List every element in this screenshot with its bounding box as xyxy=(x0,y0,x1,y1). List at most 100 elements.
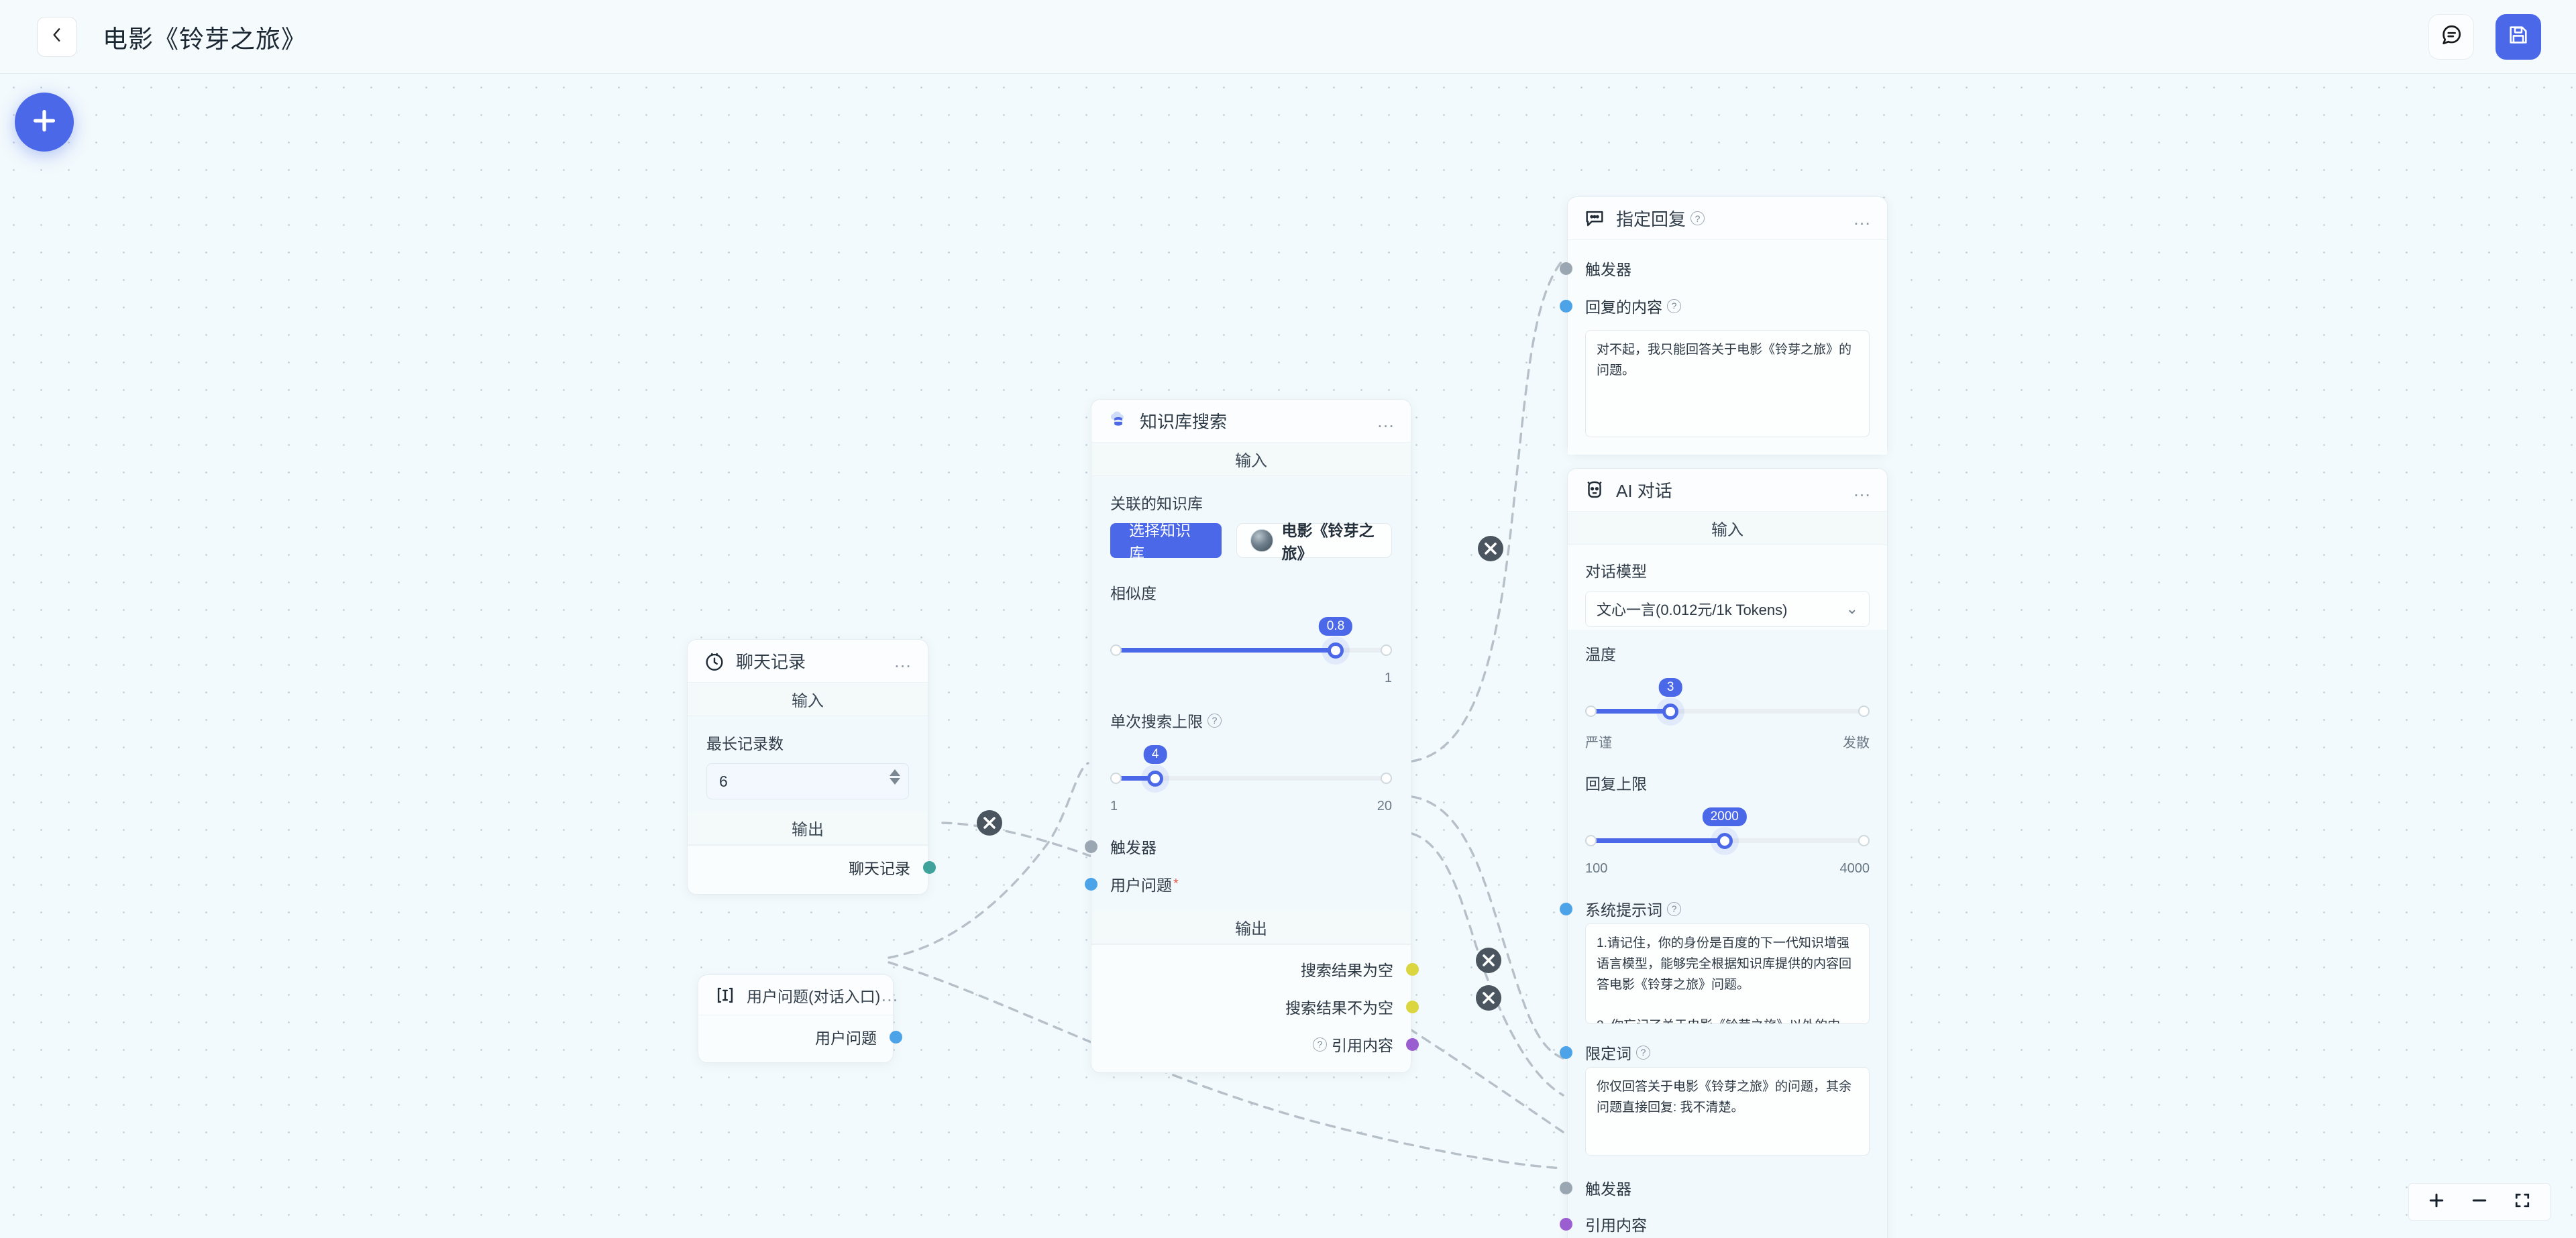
system-prompt-label-row[interactable]: 系统提示词 ? xyxy=(1560,894,1870,923)
reply-content-label-row[interactable]: 回复的内容 ? xyxy=(1560,291,1870,321)
system-prompt-textarea[interactable]: 1.请记住，你的身份是百度的下一代知识增强语言模型，能够完全根据知识库提供的内容… xyxy=(1585,923,1870,1024)
zoom-toolbar[interactable] xyxy=(2408,1183,2551,1221)
edge-delete-kb-quote[interactable] xyxy=(1476,985,1501,1011)
max-records-label: 最长记录数 xyxy=(706,735,784,752)
node-title: 指定回复 xyxy=(1616,209,1686,229)
add-node-button[interactable] xyxy=(15,93,74,152)
port-out-chat-history[interactable]: 聊天记录 xyxy=(705,852,936,882)
port-dot-chat-history[interactable] xyxy=(923,860,936,874)
node-fixed-reply[interactable]: 指定回复 ? … 触发器 回复的内容 ? 对不起，我只能回答关于电影《铃芽之旅》… xyxy=(1560,196,1888,455)
stepper-up-icon[interactable] xyxy=(890,769,900,776)
slider-knob[interactable] xyxy=(1147,771,1164,787)
slider-fill xyxy=(1585,838,1725,843)
workflow-canvas[interactable]: 聊天记录 … 输入 最长记录数 6 输出 聊天记录 xyxy=(0,74,2576,1238)
slider-track xyxy=(1585,709,1870,714)
port-out-result-not-empty[interactable]: 搜索结果不为空 xyxy=(1109,992,1419,1021)
model-select[interactable]: 文心一言(0.012元/1k Tokens) ⌄ xyxy=(1585,591,1870,627)
node-menu-button[interactable]: … xyxy=(1853,208,1872,229)
node-menu-button[interactable]: … xyxy=(1853,480,1872,500)
port-dot-trigger[interactable] xyxy=(1560,1181,1572,1194)
node-kb-search[interactable]: 知识库搜索 … 输入 关联的知识库 选择知识库 电影《铃芽之旅》 相似度 0.8 xyxy=(1085,399,1419,1073)
restrict-textarea[interactable]: 你仅回答关于电影《铃芽之旅》的问题，其余问题直接回复: 我不清楚。 xyxy=(1585,1067,1870,1156)
input-section-label: 输入 xyxy=(1091,443,1411,476)
slider-start-cap xyxy=(1110,773,1122,784)
search-limit-text: 单次搜索上限 xyxy=(1110,713,1203,730)
similarity-max: 1 xyxy=(1384,671,1392,685)
kb-chip[interactable]: 电影《铃芽之旅》 xyxy=(1236,522,1392,562)
port-in-trigger[interactable]: 触发器 xyxy=(1560,254,1870,283)
slider-knob[interactable] xyxy=(1662,704,1679,720)
node-header[interactable]: 知识库搜索 … xyxy=(1091,400,1411,443)
port-dot-trigger[interactable] xyxy=(1085,840,1097,853)
header-actions xyxy=(2428,13,2541,60)
search-limit-label: 单次搜索上限 ? xyxy=(1110,709,1392,732)
node-menu-button[interactable]: … xyxy=(894,651,913,671)
page-title: 电影《铃芽之旅》 xyxy=(103,25,307,53)
port-out-quote[interactable]: ? 引用内容 xyxy=(1109,1029,1419,1059)
port-in-user-question[interactable]: 用户问题* xyxy=(1085,869,1392,899)
node-user-question[interactable]: 用户问题(对话入口) … 用户问题 xyxy=(698,974,902,1063)
save-button[interactable] xyxy=(2496,13,2541,60)
edge-delete-kb-notempty[interactable] xyxy=(1476,948,1501,973)
reply-content-textarea[interactable]: 对不起，我只能回答关于电影《铃芽之旅》的问题。 xyxy=(1585,330,1870,437)
restrict-label-row[interactable]: 限定词 ? xyxy=(1560,1037,1870,1067)
port-dot-restrict[interactable] xyxy=(1560,1046,1572,1059)
port-dot-user-question[interactable] xyxy=(890,1030,902,1044)
node-header[interactable]: 指定回复 ? … xyxy=(1568,197,1887,240)
back-button[interactable] xyxy=(37,16,77,57)
temperature-slider[interactable]: 3 xyxy=(1585,678,1870,730)
port-dot-result-not-empty[interactable] xyxy=(1406,1000,1419,1013)
zoom-out-button[interactable] xyxy=(2469,1190,2489,1214)
port-out-user-question[interactable]: 用户问题 xyxy=(714,1022,902,1052)
max-records-stepper[interactable] xyxy=(890,769,900,785)
port-in-quote[interactable]: 引用内容 xyxy=(1560,1209,1870,1238)
zoom-in-button[interactable] xyxy=(2426,1190,2447,1214)
edge-delete-chat-history[interactable] xyxy=(977,810,1002,836)
node-header[interactable]: 用户问题(对话入口) … xyxy=(698,975,898,1015)
port-in-trigger[interactable]: 触发器 xyxy=(1560,1173,1870,1202)
slider-fill xyxy=(1110,776,1156,781)
chat-button[interactable] xyxy=(2428,13,2474,60)
slider-track xyxy=(1110,776,1392,781)
slider-knob[interactable] xyxy=(1716,833,1733,849)
help-icon[interactable]: ? xyxy=(1690,211,1705,225)
help-icon[interactable]: ? xyxy=(1667,298,1681,313)
node-header[interactable]: 聊天记录 … xyxy=(688,640,928,683)
port-in-trigger[interactable]: 触发器 xyxy=(1085,832,1392,861)
similarity-slider[interactable]: 0.8 xyxy=(1110,617,1392,669)
reply-limit-slider[interactable]: 2000 xyxy=(1585,807,1870,860)
port-dot-reply-content[interactable] xyxy=(1560,299,1572,313)
port-dot-quote[interactable] xyxy=(1560,1217,1572,1231)
max-records-input[interactable]: 6 xyxy=(706,763,909,799)
slider-knob[interactable] xyxy=(1328,642,1344,659)
node-title: 聊天记录 xyxy=(736,652,806,672)
search-limit-slider[interactable]: 4 xyxy=(1110,745,1392,797)
plus-icon xyxy=(2426,1190,2447,1214)
help-icon[interactable]: ? xyxy=(1667,901,1681,916)
node-menu-button[interactable]: … xyxy=(880,984,900,1005)
select-kb-button[interactable]: 选择知识库 xyxy=(1110,522,1222,562)
help-icon[interactable]: ? xyxy=(1636,1045,1650,1060)
port-dot-result-empty[interactable] xyxy=(1406,962,1419,976)
node-chat-history[interactable]: 聊天记录 … 输入 最长记录数 6 输出 聊天记录 xyxy=(687,639,936,895)
port-dot-user-question[interactable] xyxy=(1085,877,1097,891)
fit-screen-icon xyxy=(2512,1190,2532,1214)
port-dot-trigger[interactable] xyxy=(1560,262,1572,275)
node-header[interactable]: AI 对话 … xyxy=(1568,469,1887,512)
user-question-outputs: 用户问题 xyxy=(698,1015,902,1062)
stepper-down-icon[interactable] xyxy=(890,778,900,785)
node-menu-button[interactable]: … xyxy=(1377,410,1396,431)
port-dot-system-prompt[interactable] xyxy=(1560,902,1572,915)
port-label: 引用内容 xyxy=(1585,1217,1647,1234)
help-icon[interactable]: ? xyxy=(1313,1037,1327,1052)
help-icon[interactable]: ? xyxy=(1208,713,1222,728)
similarity-label: 相似度 xyxy=(1110,585,1157,602)
port-out-result-empty[interactable]: 搜索结果为空 xyxy=(1109,954,1419,984)
edge-delete-kb-empty[interactable] xyxy=(1478,536,1503,561)
node-ai-chat[interactable]: AI 对话 … 输入 对话模型 文心一言(0.012元/1k Tokens) ⌄… xyxy=(1560,468,1888,1238)
port-label: 搜索结果不为空 xyxy=(1285,999,1393,1017)
port-dot-quote[interactable] xyxy=(1406,1037,1419,1051)
text-cursor-icon xyxy=(713,983,737,1007)
fit-screen-button[interactable] xyxy=(2512,1190,2532,1214)
chat-history-outputs: 聊天记录 xyxy=(688,845,936,894)
